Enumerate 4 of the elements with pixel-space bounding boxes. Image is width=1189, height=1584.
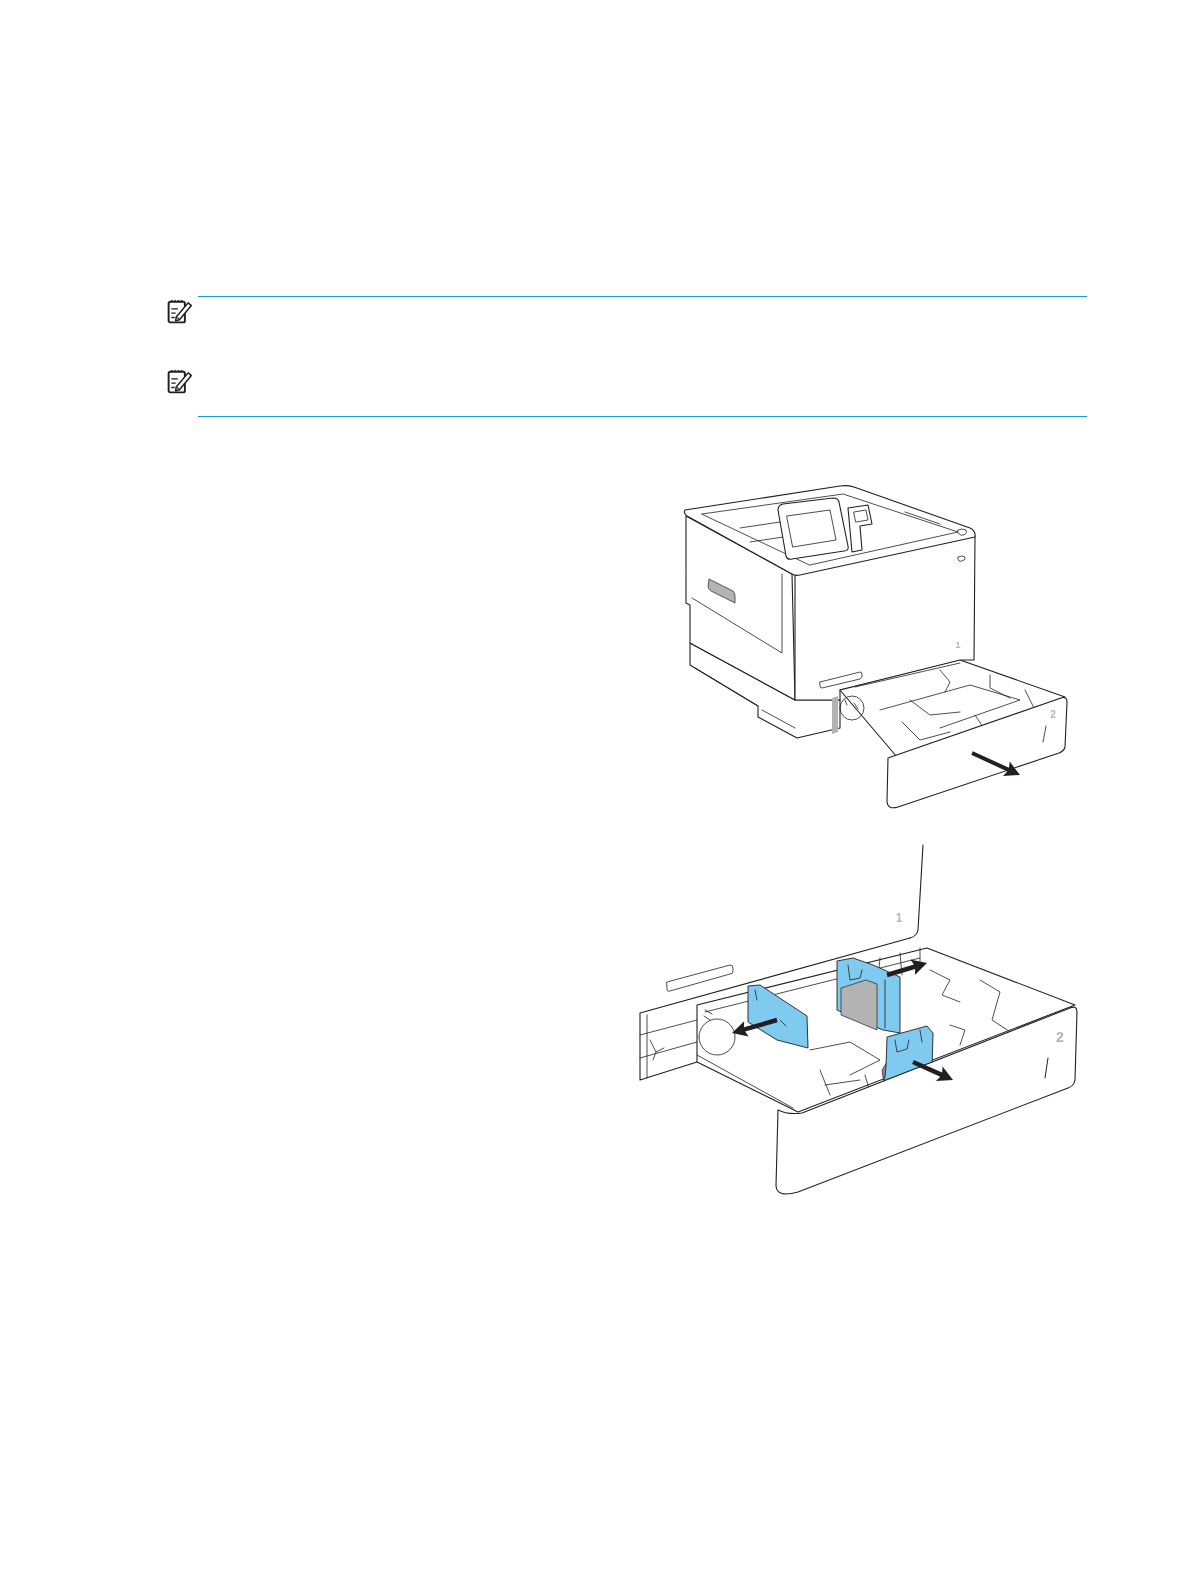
tray-number: 2 <box>1050 710 1056 720</box>
tray-number: 1 <box>895 912 903 924</box>
tray-number: 1 <box>955 640 961 650</box>
tray-number: 2 <box>1056 1030 1064 1044</box>
